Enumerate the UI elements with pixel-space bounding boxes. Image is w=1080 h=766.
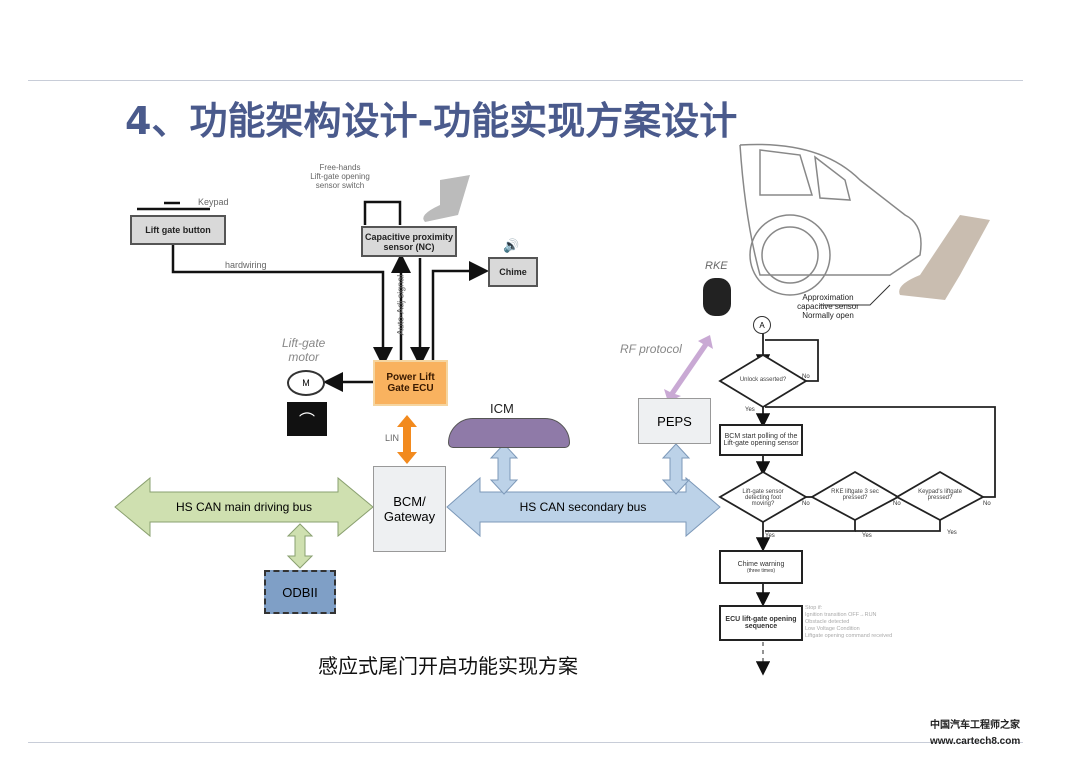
decision-keypad: Keypad's liftgate pressed? [918, 489, 962, 501]
hardwiring-label: hardwiring [225, 260, 267, 270]
decision-unlock: Unlock asserted? [739, 377, 787, 383]
no-label: No [802, 501, 810, 507]
motor-label: Lift-gate motor [282, 336, 326, 364]
odbii-box: ODBII [264, 570, 336, 614]
sensor-switch-label: Free-hands Lift-gate opening sensor swit… [310, 163, 370, 190]
keypad-label: Keypad [198, 197, 229, 207]
speaker-icon: 🔊 [503, 238, 520, 253]
liftgate-car-icon: ⌒ [287, 402, 327, 436]
decision-rke: RKE liftgate 3 sec pressed? [831, 489, 879, 501]
no-label: No [893, 501, 901, 507]
chime-warning-text: Chime warning [737, 560, 785, 568]
car-sensor-label: Approximation capacitive sensor Normally… [797, 293, 859, 320]
chime-warning-sub: (three times) [746, 567, 776, 574]
process-ecu-sequence: ECU lift-gate opening sequence [719, 605, 803, 641]
bcm-gateway: BCM/ Gateway [373, 466, 446, 552]
page-title: 4、功能架构设计-功能实现方案设计 [125, 99, 738, 143]
motor-icon: M [287, 370, 325, 396]
watermark: 中国汽车工程师之家 www.cartech8.com [930, 720, 1021, 747]
flow-start-connector: A [753, 316, 771, 334]
auto-adj-label: Auto-Adj signal [395, 274, 406, 336]
bottom-rule [28, 742, 1023, 743]
foot-icon [899, 215, 990, 300]
hs-can-secondary-label: HS CAN secondary bus [519, 500, 647, 514]
no-label: No [983, 501, 991, 507]
hs-can-secondary-arrow [446, 476, 721, 538]
lift-gate-button-box: Lift gate button [130, 215, 226, 245]
icm-cluster-icon [448, 418, 570, 448]
process-chime-warning: Chime warning (three times) [719, 550, 803, 584]
lin-arrow [397, 415, 417, 464]
yes-label: Yes [745, 407, 755, 413]
foot-icon [423, 175, 470, 222]
stop-conditions: Stop if: Ignition transition OFF→RUN Obs… [805, 605, 893, 639]
car-outline [739, 143, 922, 296]
icm-label: ICM [490, 401, 514, 416]
chime-box: Chime [488, 257, 538, 287]
lin-label: LIN [385, 433, 400, 443]
power-lift-gate-ecu: Power Lift Gate ECU [373, 360, 448, 406]
yes-label: Yes [862, 533, 872, 539]
rke-label: RKE [705, 260, 728, 272]
key-fob-icon [703, 278, 731, 316]
process-bcm-polling: BCM start polling of the Lift-gate openi… [719, 424, 803, 456]
decision-foot: Lift-gate sensor detecting foot moving? [742, 489, 784, 507]
hs-can-main-label: HS CAN main driving bus [175, 500, 313, 514]
no-label: No [802, 374, 810, 380]
yes-label: Yes [765, 533, 775, 539]
yes-label: Yes [947, 530, 957, 536]
rf-protocol-label: RF protocol [620, 342, 682, 356]
peps-box: PEPS [638, 398, 711, 444]
top-rule [28, 80, 1023, 81]
caption: 感应式尾门开启功能实现方案 [318, 654, 578, 678]
capacitive-sensor-box: Capacitive proximity sensor (NC) [361, 226, 457, 257]
